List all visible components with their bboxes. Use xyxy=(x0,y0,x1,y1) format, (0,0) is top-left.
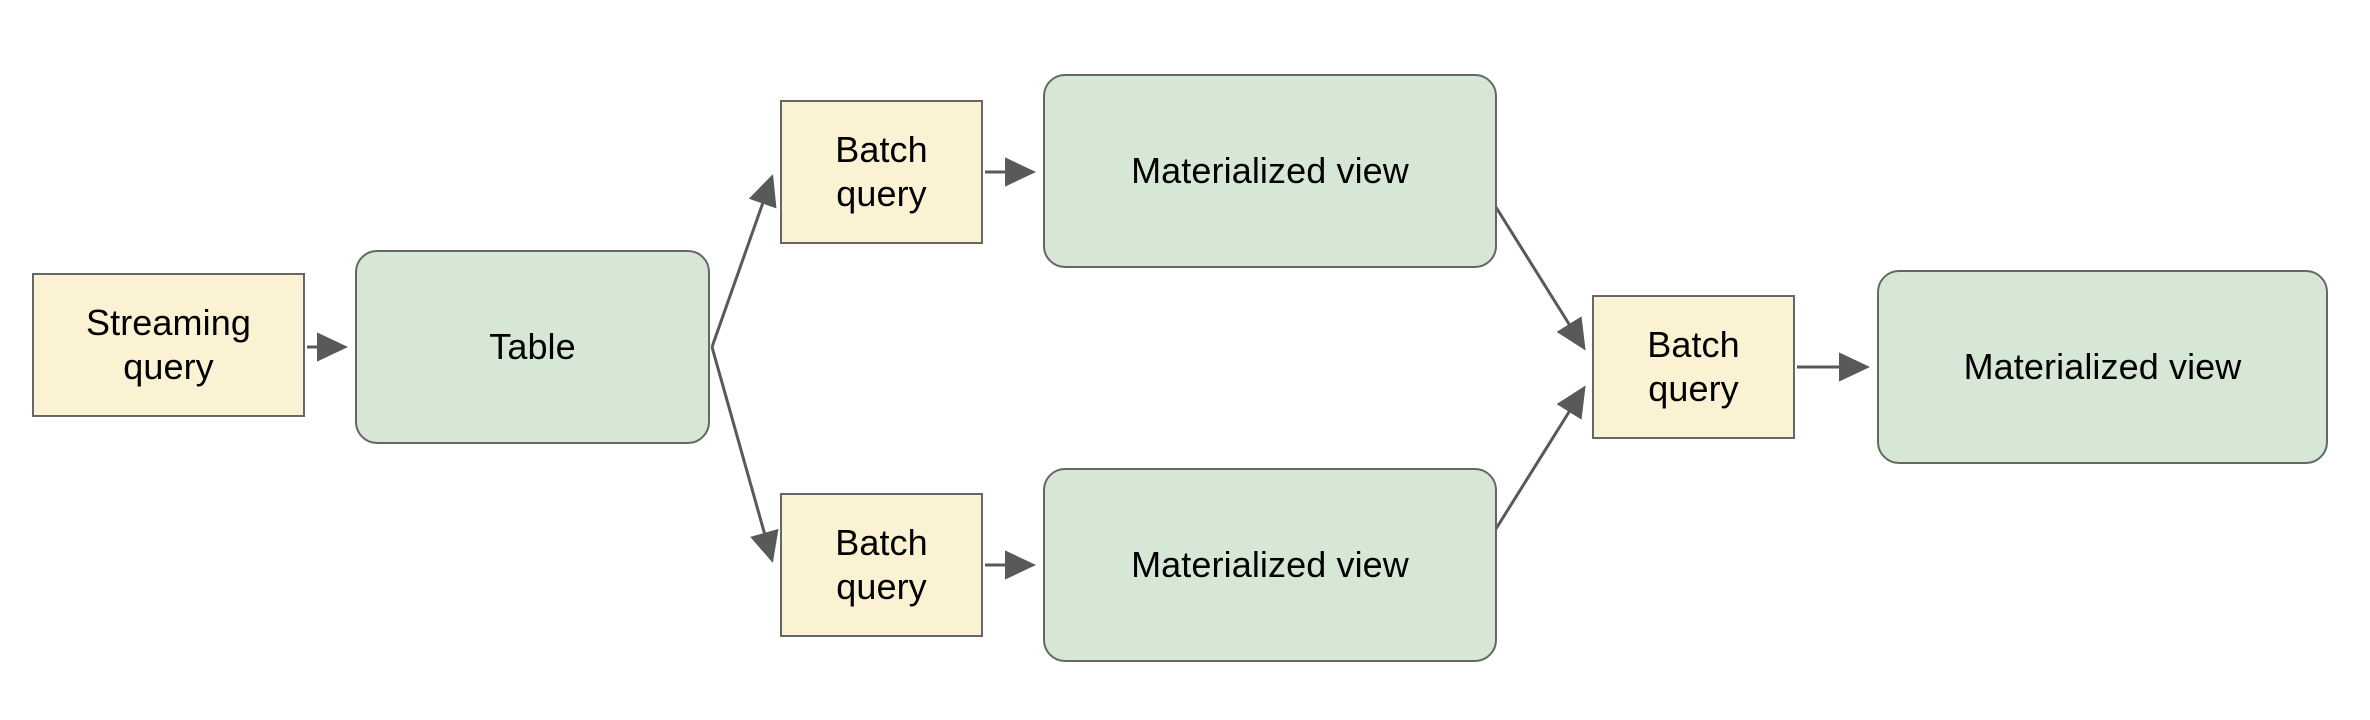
node-materialized-view-top[interactable]: Materialized view xyxy=(1043,74,1497,268)
node-label-batch-query-top: Batch query xyxy=(835,129,928,214)
edge-table-to-batch-bottom xyxy=(710,346,779,563)
node-batch-query-top[interactable]: Batch query xyxy=(780,100,983,244)
node-streaming-query[interactable]: Streaming query xyxy=(32,273,305,417)
node-label-materialized-view-bottom: Materialized view xyxy=(1131,544,1409,586)
node-batch-query-bottom[interactable]: Batch query xyxy=(780,493,983,637)
node-materialized-view-final[interactable]: Materialized view xyxy=(1877,270,2328,464)
node-table[interactable]: Table xyxy=(355,250,710,444)
node-label-materialized-view-final: Materialized view xyxy=(1963,346,2242,388)
node-label-batch-query-merge: Batch query xyxy=(1647,324,1740,409)
node-label-batch-query-bottom: Batch query xyxy=(835,522,928,607)
node-materialized-view-bottom[interactable]: Materialized view xyxy=(1043,468,1497,662)
node-label-materialized-view-top: Materialized view xyxy=(1131,150,1409,192)
edge-table-to-batch-top xyxy=(710,174,777,348)
node-label-streaming-query: Streaming query xyxy=(86,302,251,387)
node-label-table: Table xyxy=(489,326,576,368)
node-batch-query-merge[interactable]: Batch query xyxy=(1592,295,1795,439)
